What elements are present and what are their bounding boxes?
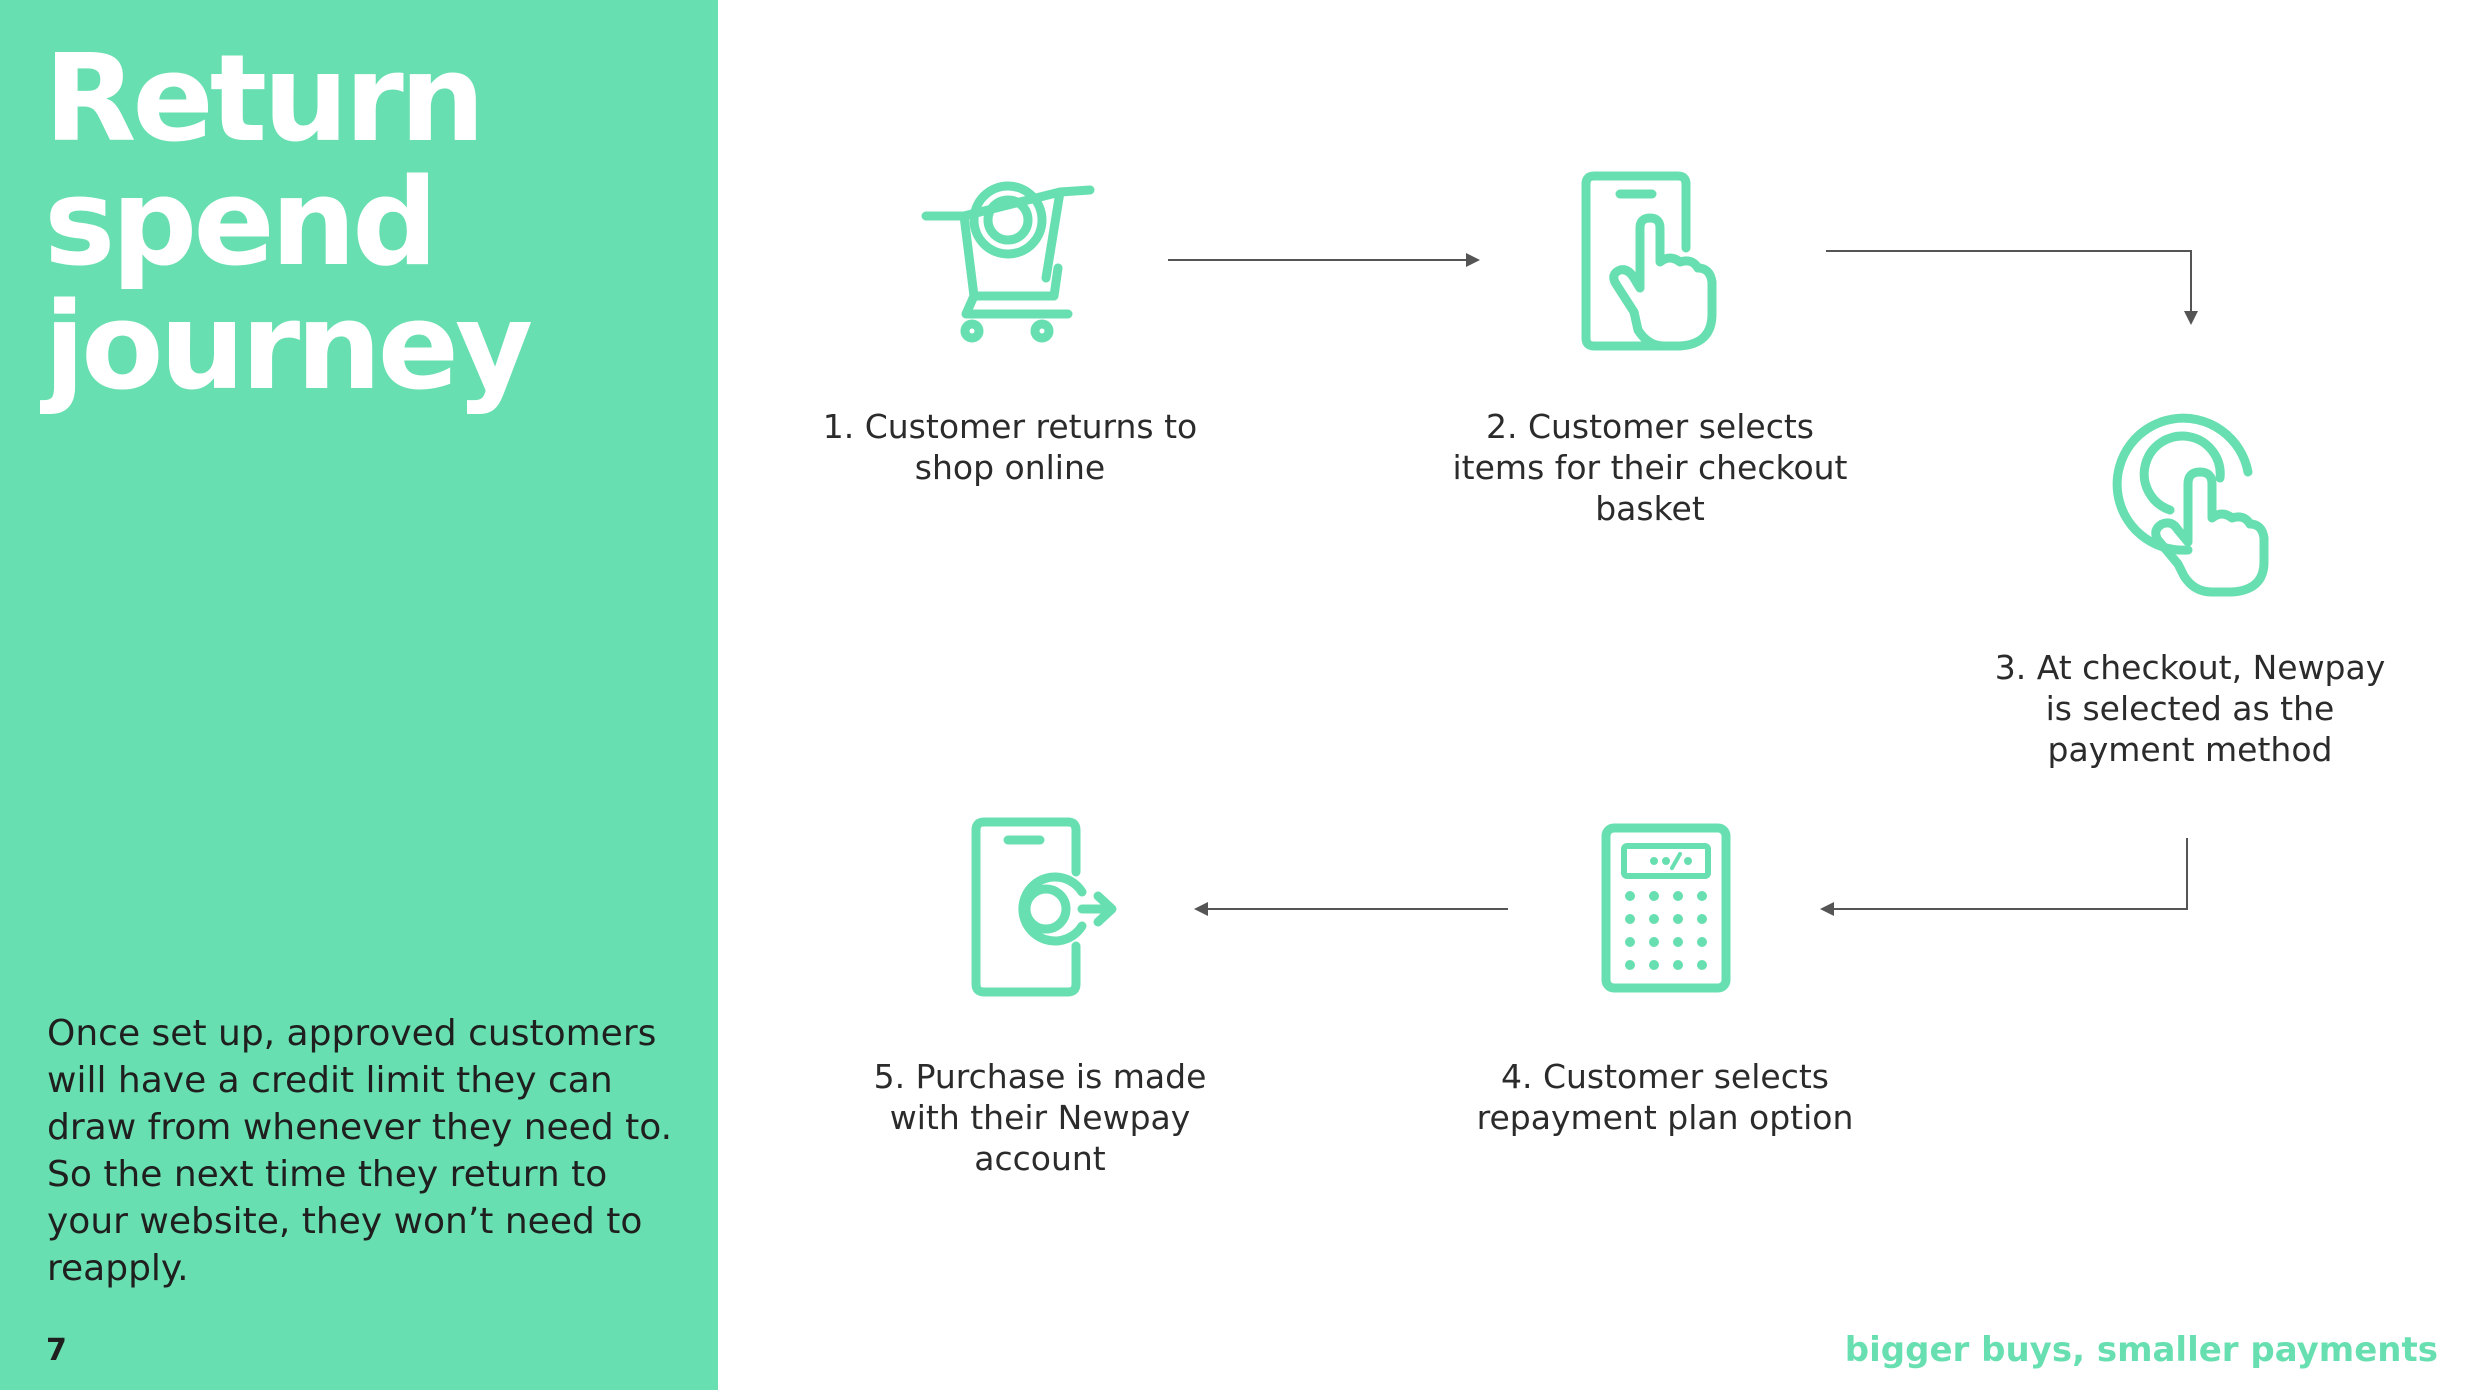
step-5-label: 5. Purchase is made with their Newpay ac…: [873, 1057, 1207, 1178]
arrow-step3-to-step4: [1820, 838, 2188, 916]
calculator-icon: [1600, 822, 1732, 996]
arrow-step2-to-step3: [1826, 250, 2198, 325]
tagline: bigger buys, smaller payments: [1844, 1330, 2438, 1370]
page-title: Return spend journey: [44, 38, 684, 410]
step-3-label: 3. At checkout, Newpay is selected as th…: [1994, 648, 2386, 769]
title-line-1: Return: [44, 30, 485, 169]
left-panel: Return spend journey Once set up, approv…: [0, 0, 718, 1390]
page-number: 7: [46, 1333, 67, 1368]
step-1-label: 1. Customer returns to shop online: [822, 407, 1198, 487]
title-line-3: journey: [44, 278, 533, 417]
intro-paragraph: Once set up, approved customers will hav…: [47, 1013, 673, 1289]
step-2-label: 2. Customer selects items for their chec…: [1452, 407, 1848, 528]
phone-payment-icon: [970, 816, 1118, 1000]
tap-button-icon: [2112, 412, 2269, 597]
shopping-cart-icon: [918, 178, 1098, 348]
phone-tap-icon: [1580, 170, 1720, 356]
title-line-2: spend: [44, 154, 438, 293]
step-4-label: 4. Customer selects repayment plan optio…: [1476, 1057, 1854, 1137]
